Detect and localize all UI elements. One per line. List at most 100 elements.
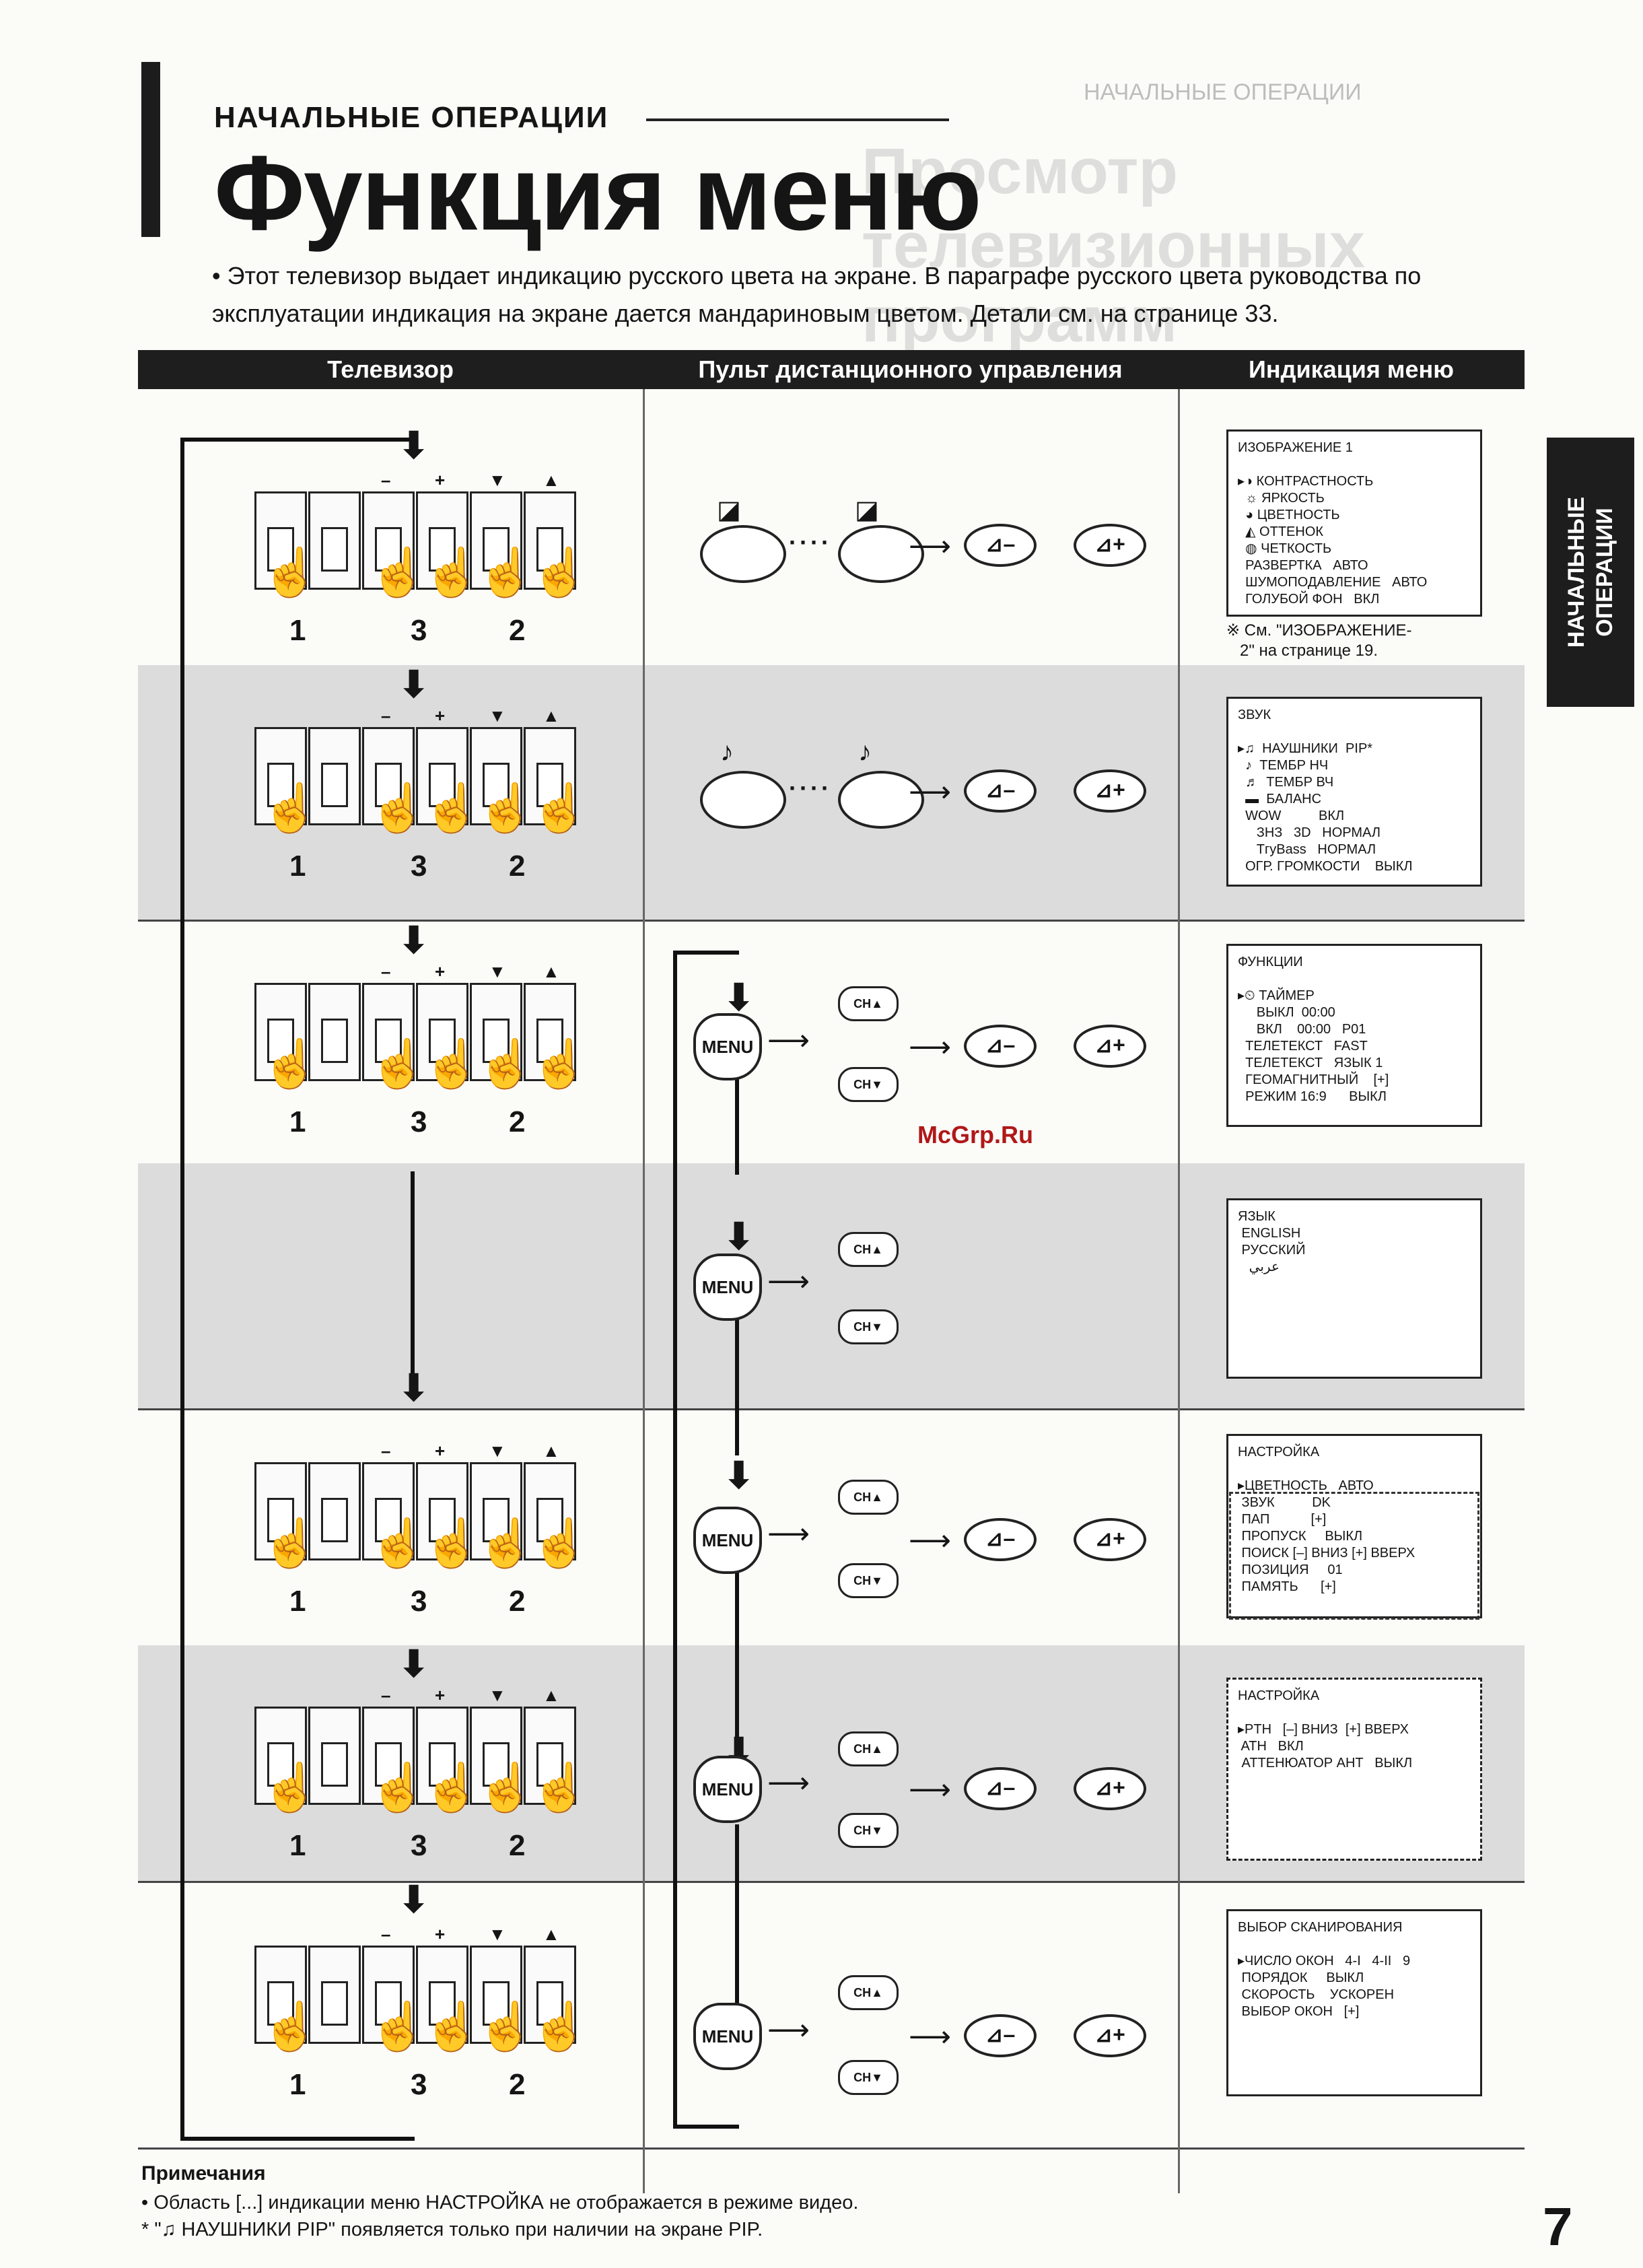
tv-panel-button[interactable] [308,1462,361,1560]
tv-button-label: + [435,1441,446,1461]
flow-line [735,1569,739,1737]
tv-panel-button[interactable] [416,727,468,825]
tv-key [429,1742,456,1787]
tv-panel-button[interactable] [416,1707,468,1805]
tv-panel-button[interactable] [416,1462,468,1560]
picture-button[interactable] [838,525,924,583]
channel-down-button[interactable]: CH▼ [838,1067,899,1102]
channel-down-button[interactable]: CH▼ [838,1563,899,1598]
tv-control-panel: ☝–☝+☝▼☝▲☝ [254,470,589,598]
down-arrow-icon: ⬇ [398,1880,429,1920]
down-arrow-icon: ⬇ [398,664,429,705]
tv-panel-button[interactable] [524,491,576,590]
menu-screen-line: СКОРОСТЬ УСКОРЕН [1238,1987,1395,2002]
tv-panel-button[interactable] [254,983,307,1081]
volume-down-button[interactable]: ⊿– [964,2014,1037,2057]
menu-button[interactable]: MENU [693,1756,762,1823]
tv-key [375,527,402,572]
tv-panel-button[interactable] [470,727,522,825]
step-number: 3 [411,614,427,647]
hand-icon: ☝ [530,1517,590,1569]
tv-panel-button[interactable] [308,1946,361,2044]
tv-key [321,527,348,572]
sound-button[interactable] [838,771,924,829]
channel-down-button[interactable]: CH▼ [838,1813,899,1848]
step-number: 1 [289,2068,306,2101]
step-number: 1 [289,1829,306,1862]
channel-down-button[interactable]: CH▼ [838,1309,899,1344]
tv-panel-button[interactable] [362,727,415,825]
tv-panel-button[interactable] [254,491,307,590]
tv-button-label: + [435,1924,446,1944]
arrow-right-icon: ⟶ [909,1773,952,1806]
tv-panel-button[interactable] [362,983,415,1081]
tv-panel-button[interactable] [362,1946,415,2044]
tv-button-label: – [381,1924,391,1944]
page-number: 7 [1543,2197,1573,2257]
video-hidden-area [1229,1492,1479,1620]
tv-panel-button[interactable] [254,1462,307,1560]
tv-panel-button[interactable] [308,727,361,825]
tv-panel-button[interactable] [416,491,468,590]
note-1: • Область [...] индикации меню НАСТРОЙКА… [141,2192,859,2213]
menu-screen-line: РЕЖИМ 16:9 ВЫКЛ [1238,1089,1387,1104]
menu-button[interactable]: MENU [693,1013,762,1080]
volume-down-button[interactable]: ⊿– [964,1767,1037,1810]
tv-panel-button[interactable] [254,727,307,825]
tv-panel-button[interactable] [254,1707,307,1805]
tv-key [429,1498,456,1542]
tv-panel-button[interactable] [524,1707,576,1805]
tv-panel-button[interactable] [524,1946,576,2044]
tv-panel-button[interactable] [308,491,361,590]
watermark: McGrp.Ru [917,1121,1034,1148]
channel-up-button[interactable]: CH▲ [838,1232,899,1267]
channel-up-button[interactable]: CH▲ [838,1975,899,2010]
tv-panel-button[interactable] [308,1707,361,1805]
tv-key [483,1019,510,1063]
picture-button[interactable] [700,525,786,583]
tv-panel-button[interactable] [362,1462,415,1560]
tv-key [375,1742,402,1787]
menu-screen-language: ЯЗЫК ENGLISH РУССКИЙ عربي [1226,1198,1482,1379]
tv-key [536,527,563,572]
volume-down-button[interactable]: ⊿– [964,769,1037,813]
volume-up-button[interactable]: ⊿+ [1074,1518,1146,1561]
menu-button[interactable]: MENU [693,1507,762,1574]
tv-panel-button[interactable] [524,1462,576,1560]
tv-panel-button[interactable] [524,727,576,825]
sound-button[interactable] [700,771,786,829]
tv-button-label: ▼ [489,1685,506,1705]
menu-screen-line: РАЗВЕРТКА АВТО [1238,558,1368,573]
tv-panel-button[interactable] [362,491,415,590]
volume-down-button[interactable]: ⊿– [964,1518,1037,1561]
menu-button[interactable]: MENU [693,1253,762,1321]
tv-panel-button[interactable] [470,1946,522,2044]
tv-panel-button[interactable] [362,1707,415,1805]
tv-panel-button[interactable] [254,1946,307,2044]
volume-up-button[interactable]: ⊿+ [1074,524,1146,567]
hand-icon: ☝ [530,546,590,598]
tv-panel-button[interactable] [470,1462,522,1560]
tv-panel-button[interactable] [416,1946,468,2044]
tv-panel-button[interactable] [524,983,576,1081]
channel-up-button[interactable]: CH▲ [838,1480,899,1515]
tv-key [321,1019,348,1063]
volume-down-button[interactable]: ⊿– [964,1025,1037,1068]
arrow-right-icon: ⟶ [909,776,952,809]
channel-up-button[interactable]: CH▲ [838,986,899,1021]
volume-down-button[interactable]: ⊿– [964,524,1037,567]
menu-screen-scan: ВЫБОР СКАНИРОВАНИЯ ▸ЧИСЛО ОКОН 4-I 4-II … [1226,1909,1482,2096]
tv-panel-button[interactable] [416,983,468,1081]
tv-panel-button[interactable] [470,1707,522,1805]
volume-up-button[interactable]: ⊿+ [1074,1025,1146,1068]
volume-up-button[interactable]: ⊿+ [1074,1767,1146,1810]
tv-panel-button[interactable] [470,491,522,590]
volume-up-button[interactable]: ⊿+ [1074,2014,1146,2057]
tv-panel-button[interactable] [308,983,361,1081]
menu-button[interactable]: MENU [693,2003,762,2070]
channel-down-button[interactable]: CH▼ [838,2060,899,2095]
tv-panel-button[interactable] [470,983,522,1081]
hand-icon: ☝ [530,782,590,834]
volume-up-button[interactable]: ⊿+ [1074,769,1146,813]
channel-up-button[interactable]: CH▲ [838,1731,899,1766]
